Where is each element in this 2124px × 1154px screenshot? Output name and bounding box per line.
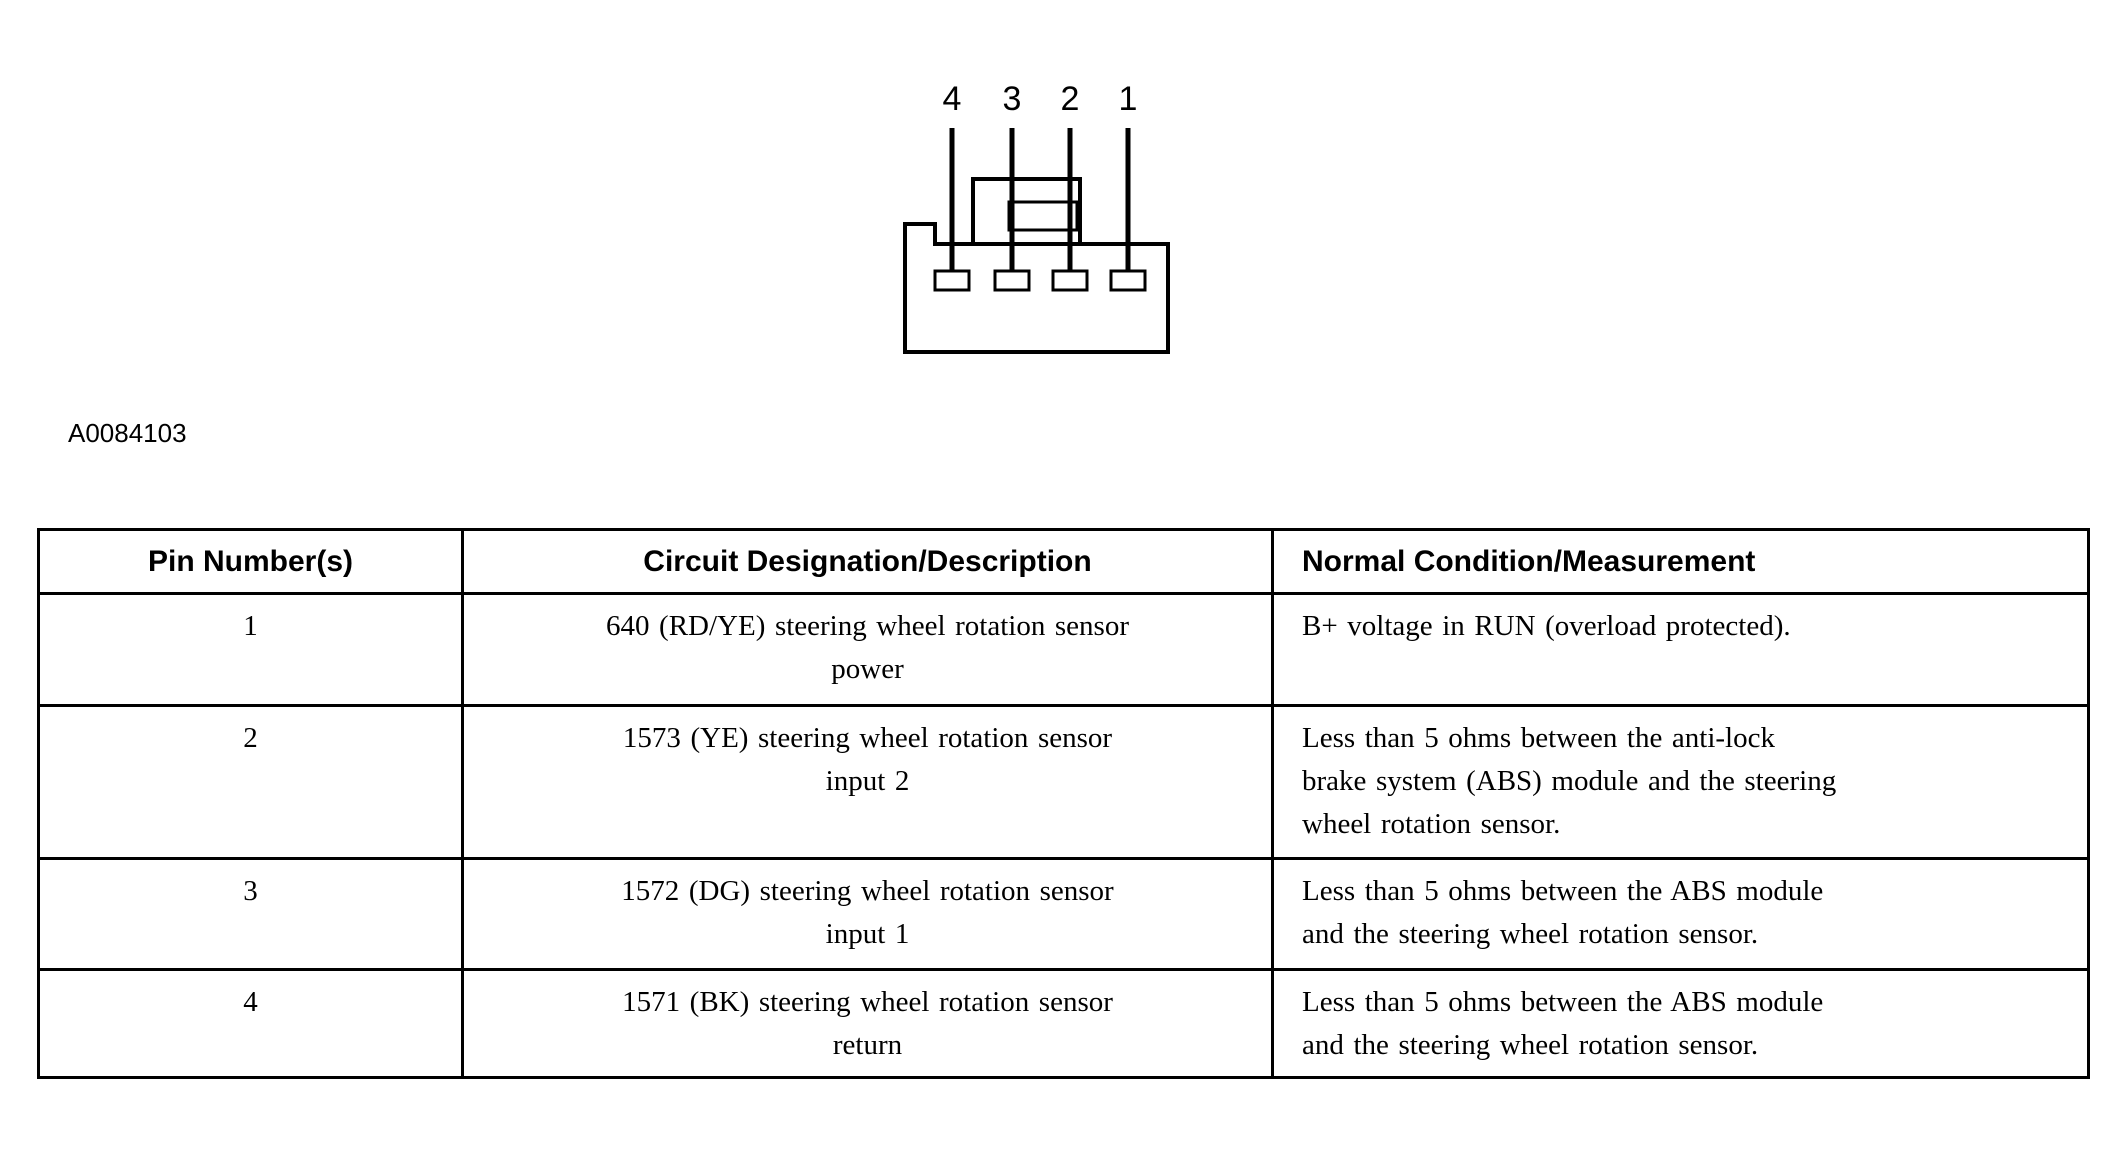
pin-label-3: 3 bbox=[1003, 80, 1022, 118]
pin-number-cell: 3 bbox=[37, 857, 464, 971]
col-header-normal-condition: Normal Condition/Measurement bbox=[1271, 528, 2090, 595]
table-row-pin-1: 1 640 (RD/YE) steering wheel rotation se… bbox=[37, 592, 2090, 707]
pin-label-2: 2 bbox=[1061, 80, 1080, 118]
col-header-circuit-designation: Circuit Designation/Description bbox=[461, 528, 1274, 595]
condition-cell: B+ voltage in RUN (overload protected). bbox=[1271, 592, 2090, 707]
pin-number-cell: 4 bbox=[37, 968, 464, 1079]
table-header-row: Pin Number(s) Circuit Designation/Descri… bbox=[37, 528, 2090, 595]
circuit-cell: 640 (RD/YE) steering wheel rotation sens… bbox=[461, 592, 1274, 707]
col-header-pin-numbers: Pin Number(s) bbox=[37, 528, 464, 595]
figure-label: A0084103 bbox=[68, 418, 187, 448]
circuit-cell: 1573 (YE) steering wheel rotation sensor… bbox=[461, 704, 1274, 860]
pin-label-4: 4 bbox=[943, 80, 962, 118]
pinout-table: Pin Number(s) Circuit Designation/Descri… bbox=[37, 528, 2090, 1079]
table-row-pin-4: 4 1571 (BK) steering wheel rotation sens… bbox=[37, 968, 2090, 1079]
condition-cell: Less than 5 ohms between the anti-lock b… bbox=[1271, 704, 2090, 860]
pin-label-1: 1 bbox=[1119, 80, 1138, 118]
terminal-pin-2 bbox=[1051, 269, 1089, 292]
pin-number-cell: 2 bbox=[37, 704, 464, 860]
terminal-pin-3 bbox=[993, 269, 1031, 292]
connector-diagram: 4 3 2 1 bbox=[903, 80, 1170, 354]
table-row-pin-3: 3 1572 (DG) steering wheel rotation sens… bbox=[37, 857, 2090, 971]
connector-body bbox=[903, 222, 1170, 354]
condition-cell: Less than 5 ohms between the ABS module … bbox=[1271, 857, 2090, 971]
circuit-cell: 1572 (DG) steering wheel rotation sensor… bbox=[461, 857, 1274, 971]
terminal-pin-4 bbox=[933, 269, 971, 292]
terminal-pin-1 bbox=[1109, 269, 1147, 292]
condition-cell: Less than 5 ohms between the ABS module … bbox=[1271, 968, 2090, 1079]
table-row-pin-2: 2 1573 (YE) steering wheel rotation sens… bbox=[37, 704, 2090, 860]
connector-latch-outer bbox=[971, 177, 1082, 246]
circuit-cell: 1571 (BK) steering wheel rotation sensor… bbox=[461, 968, 1274, 1079]
pin-number-cell: 1 bbox=[37, 592, 464, 707]
connector-latch-inner bbox=[1007, 200, 1079, 232]
